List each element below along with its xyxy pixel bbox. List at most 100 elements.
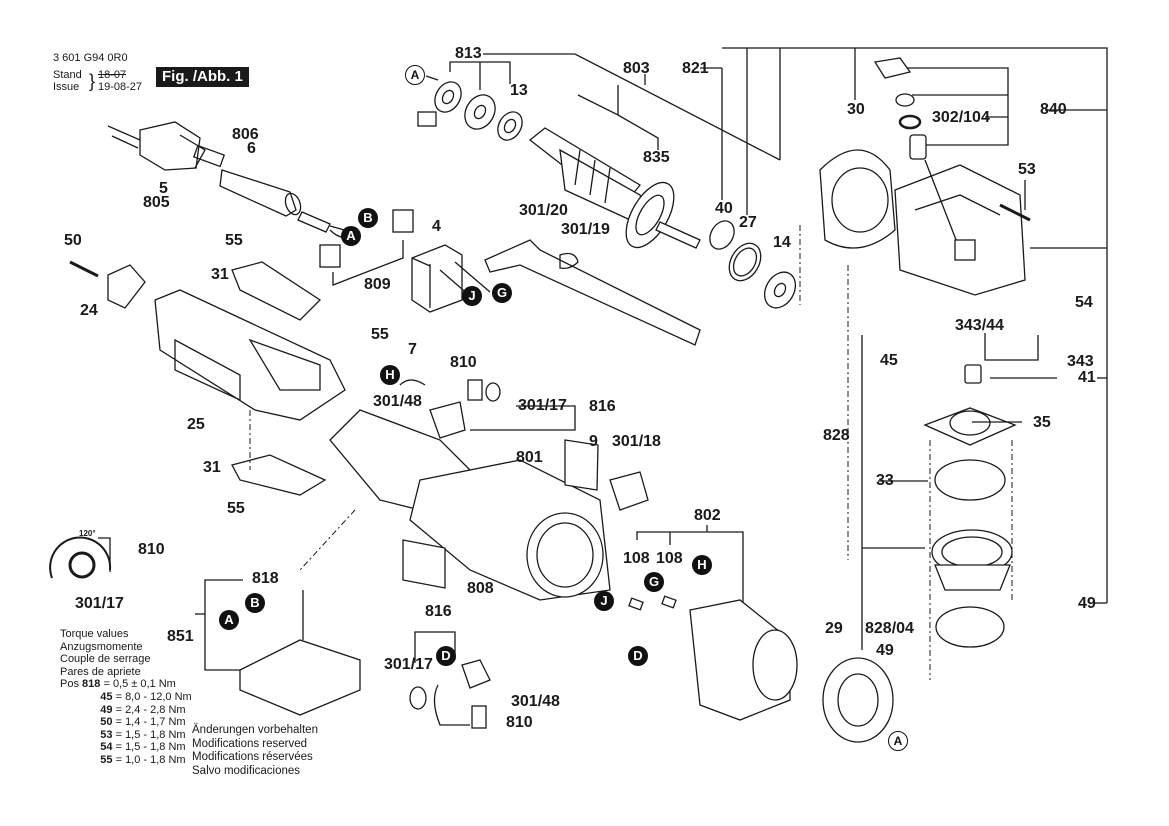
callout-41[interactable]: 41 [1078,369,1096,386]
callout-49-right[interactable]: 49 [1078,595,1096,612]
connector-b-base[interactable]: B [245,593,265,613]
callout-301-20[interactable]: 301/20 [519,202,568,219]
cord-sleeve-part [219,169,351,238]
callout-29[interactable]: 29 [825,620,843,637]
retaining-rings [709,220,797,309]
callout-6[interactable]: 6 [247,140,256,157]
callout-45[interactable]: 45 [880,352,898,369]
callout-9[interactable]: 9 [589,433,598,450]
callout-301-17-left[interactable]: 301/17 [75,595,124,612]
stand-value: 18-07 [98,69,127,81]
callout-818[interactable]: 818 [252,570,279,587]
torque-pos: 55 [100,753,113,766]
callout-851[interactable]: 851 [167,628,194,645]
callout-828-04[interactable]: 828/04 [865,620,914,637]
callout-301-18[interactable]: 301/18 [612,433,661,450]
torque-value: 2,4 - 2,8 Nm [125,703,186,716]
callout-343[interactable]: 343 [1067,353,1094,370]
callout-27[interactable]: 27 [739,214,757,231]
connector-h-field[interactable]: H [692,555,712,575]
connector-g-field[interactable]: G [644,572,664,592]
callout-49-bottom[interactable]: 49 [876,642,894,659]
issue-value: 19-08-27 [98,81,143,93]
callout-14[interactable]: 14 [773,234,791,251]
callout-54[interactable]: 54 [1075,294,1093,311]
torque-pos: 45 [100,690,113,703]
callout-55-mid[interactable]: 55 [371,326,389,343]
callout-50[interactable]: 50 [64,232,82,249]
callout-13[interactable]: 13 [510,82,528,99]
callout-835[interactable]: 835 [643,149,670,166]
torque-pos: 50 [100,716,113,729]
callout-4[interactable]: 4 [432,218,441,235]
callout-810-left[interactable]: 810 [138,541,165,558]
part-number: 3 601 G94 0R0 [53,52,128,64]
callout-33[interactable]: 33 [876,472,894,489]
callout-343-44[interactable]: 343/44 [955,317,1004,334]
callout-802[interactable]: 802 [694,507,721,524]
callout-840[interactable]: 840 [1040,101,1067,118]
note-de: Änderungen vorbehalten [192,724,318,736]
torque-title-es: Pares de apriete [60,665,141,678]
connector-b-cord[interactable]: B [358,208,378,228]
callout-302-104[interactable]: 302/104 [932,109,990,126]
torque-row: 53 = 1,5 - 1,8 Nm [100,728,186,741]
callout-813[interactable]: 813 [455,45,482,62]
torque-title-en: Torque values [60,628,129,640]
connector-d-brush[interactable]: D [436,646,456,666]
callout-301-48-bottom[interactable]: 301/48 [511,693,560,710]
angle-label: 120° [79,529,96,538]
wire-clips-part [319,209,414,286]
connector-h-brush[interactable]: H [380,365,400,385]
callout-108-right[interactable]: 108 [656,550,683,567]
callout-816-bottom[interactable]: 816 [425,603,452,620]
callout-40[interactable]: 40 [715,200,733,217]
connector-j-field[interactable]: J [594,591,614,611]
callout-5[interactable]: 5 [159,180,168,197]
connector-a-cord[interactable]: A [341,226,361,246]
connector-j-switch[interactable]: J [462,286,482,306]
callout-35[interactable]: 35 [1033,414,1051,431]
callout-30[interactable]: 30 [847,101,865,118]
stand-label: Stand [53,69,82,81]
torque-row: 50 = 1,4 - 1,7 Nm [100,716,186,729]
callout-53[interactable]: 53 [1018,161,1036,178]
callout-816-mid[interactable]: 816 [589,398,616,415]
callout-55-bottom[interactable]: 55 [227,500,245,517]
callout-803[interactable]: 803 [623,60,650,77]
callout-806[interactable]: 806 [232,126,259,143]
callout-24[interactable]: 24 [80,302,98,319]
connector-a-base[interactable]: A [219,610,239,630]
callout-31-top[interactable]: 31 [211,266,229,283]
handle-part [154,289,346,421]
callout-801[interactable]: 801 [516,449,543,466]
torque-row: 49 = 2,4 - 2,8 Nm [100,703,186,716]
callout-828[interactable]: 828 [823,427,850,444]
torque-row: 55 = 1,0 - 1,8 Nm [100,753,186,766]
callout-25[interactable]: 25 [187,416,205,433]
callout-31-bottom[interactable]: 31 [203,459,221,476]
callout-108-left[interactable]: 108 [623,550,650,567]
note-es: Salvo modificaciones [192,764,301,777]
issue-label: Issue [53,81,80,93]
torque-value: 1,4 - 1,7 Nm [125,716,186,729]
torque-row: 54 = 1,5 - 1,8 Nm [100,741,186,754]
callout-55-top[interactable]: 55 [225,232,243,249]
connector-d-field[interactable]: D [628,646,648,666]
callout-301-17-bottom[interactable]: 301/17 [384,656,433,673]
callout-7[interactable]: 7 [408,341,417,358]
callout-301-19[interactable]: 301/19 [561,221,610,238]
torque-value: 8,0 - 12,0 Nm [125,690,192,703]
callout-810-bottom[interactable]: 810 [506,714,533,731]
callout-301-48-mid[interactable]: 301/48 [373,393,422,410]
torque-pos: 53 [100,728,113,741]
callout-821[interactable]: 821 [682,60,709,77]
connector-g-switch[interactable]: G [492,283,512,303]
callout-805[interactable]: 805 [143,194,170,211]
callout-808[interactable]: 808 [467,580,494,597]
connector-a-outline-bottom[interactable]: A [888,731,908,751]
callout-301-17-mid[interactable]: 301/17 [518,397,567,414]
callout-809[interactable]: 809 [364,276,391,293]
callout-810-mid[interactable]: 810 [450,354,477,371]
connector-a-outline-top[interactable]: A [405,65,425,85]
